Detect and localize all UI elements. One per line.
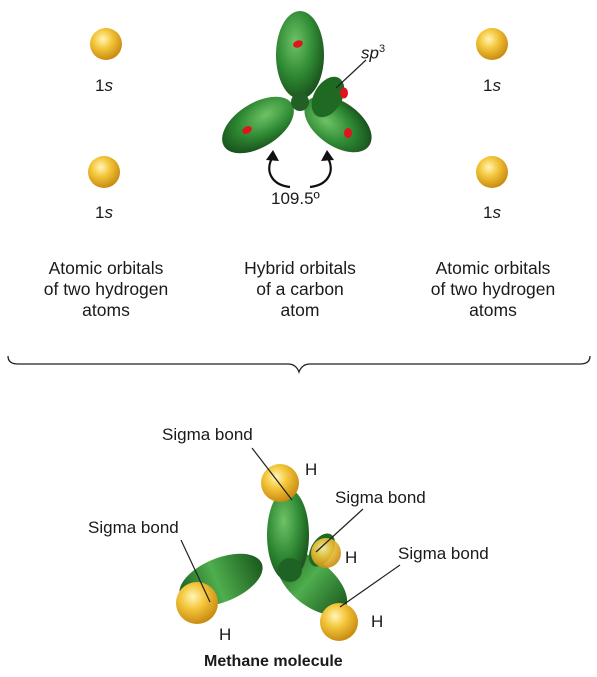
carbon-hybrid-orbitals <box>222 11 372 154</box>
sigma-bond-label-lowright: Sigma bond <box>398 544 489 563</box>
sp3-label: sp3 <box>361 43 386 63</box>
angle-arrows <box>268 157 332 189</box>
h-label-left: H <box>219 625 232 644</box>
red-dot-markers <box>242 40 352 138</box>
brace <box>7 355 591 374</box>
methane-hydrogen-right <box>320 603 358 641</box>
caption-right: Atomic orbitals of two hydrogen atoms <box>430 258 556 320</box>
sigma-bond-label-top: Sigma bond <box>162 425 253 444</box>
label-1s-mid-left: 1s <box>95 203 113 222</box>
arrowhead-left <box>266 150 279 161</box>
h-label-top: H <box>305 460 318 479</box>
methane-title: Methane molecule <box>204 653 343 670</box>
h-label-mid: H <box>345 548 358 567</box>
sigma-bond-label-right: Sigma bond <box>335 488 426 507</box>
methane-molecule <box>176 464 358 641</box>
arrowhead-right <box>321 150 334 161</box>
hydrogen-orbital-top-left <box>90 28 122 60</box>
methane-hydrogen-mid <box>311 538 341 568</box>
caption-center: Hybrid orbitals of a carbon atom <box>244 258 356 320</box>
label-1s-top-left: 1s <box>95 76 113 95</box>
hydrogen-orbital-mid-left <box>88 156 120 188</box>
h-label-right: H <box>371 612 384 631</box>
methane-hydrogen-top <box>261 464 299 502</box>
hydrogen-orbital-mid-right <box>476 156 508 188</box>
methane-hydrogen-left <box>176 582 218 624</box>
label-1s-mid-right: 1s <box>483 203 501 222</box>
sp3-leader-line <box>335 59 367 89</box>
sigma-leader-lines <box>180 447 401 608</box>
caption-left: Atomic orbitals of two hydrogen atoms <box>43 258 169 320</box>
hydrogen-orbital-top-right <box>476 28 508 60</box>
bond-angle-label: 109.5º <box>271 189 320 208</box>
label-1s-top-right: 1s <box>483 76 501 95</box>
sigma-bond-label-left: Sigma bond <box>88 518 179 537</box>
